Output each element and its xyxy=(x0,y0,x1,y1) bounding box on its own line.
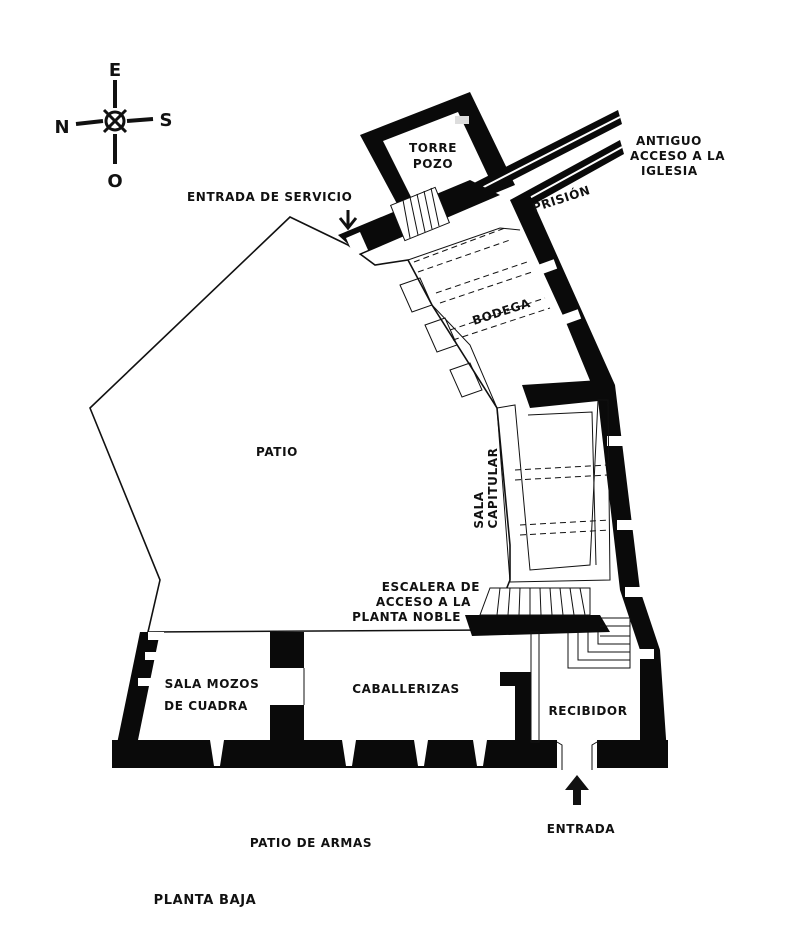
east-wall-windows xyxy=(536,259,654,659)
south-block xyxy=(112,631,668,770)
label-antiguo-line3: IGLESIA xyxy=(641,164,698,178)
label-bodega: BODEGA xyxy=(471,296,533,328)
label-entrada: ENTRADA xyxy=(547,822,616,836)
antiguo-acceso-corridor xyxy=(470,110,624,212)
label-antiguo-line1: ANTIGUO xyxy=(636,134,702,148)
label-recibidor: RECIBIDOR xyxy=(548,704,627,718)
label-escalera-line1: ESCALERA DE xyxy=(382,580,480,594)
compass-west: O xyxy=(107,171,122,192)
label-patio-armas: PATIO DE ARMAS xyxy=(250,836,372,850)
compass-rose: E N S O xyxy=(54,60,172,192)
label-caballerizas: CABALLERIZAS xyxy=(352,682,460,696)
label-sala-mozos-line1: SALA MOZOS xyxy=(165,677,260,691)
label-escalera-line2: ACCESO A LA xyxy=(376,595,471,609)
entrada-servicio-arrow-icon xyxy=(338,210,358,231)
north-wall xyxy=(338,180,500,256)
compass-south: S xyxy=(160,110,173,131)
patio-outline xyxy=(89,216,511,633)
label-patio: PATIO xyxy=(256,445,298,459)
entrada-arrow-icon xyxy=(565,775,589,805)
escalera xyxy=(465,587,631,669)
label-torre-line1: TORRE xyxy=(409,141,457,155)
label-antiguo-line2: ACCESO A LA xyxy=(630,149,725,163)
bodega xyxy=(399,227,551,409)
sala-capitular xyxy=(496,380,611,583)
compass-east: E xyxy=(109,60,121,81)
label-escalera-line3: PLANTA NOBLE xyxy=(352,610,461,624)
east-outer-wall xyxy=(510,195,668,768)
label-sala-line2: CAPITULAR xyxy=(486,448,500,529)
label-entrada-servicio: ENTRADA DE SERVICIO xyxy=(187,190,352,204)
label-sala-line1: SALA xyxy=(472,491,486,528)
label-torre-line2: POZO xyxy=(413,157,453,171)
label-sala-mozos-line2: DE CUADRA xyxy=(164,699,248,713)
compass-north: N xyxy=(54,117,69,138)
label-planta-baja: PLANTA BAJA xyxy=(154,893,257,908)
